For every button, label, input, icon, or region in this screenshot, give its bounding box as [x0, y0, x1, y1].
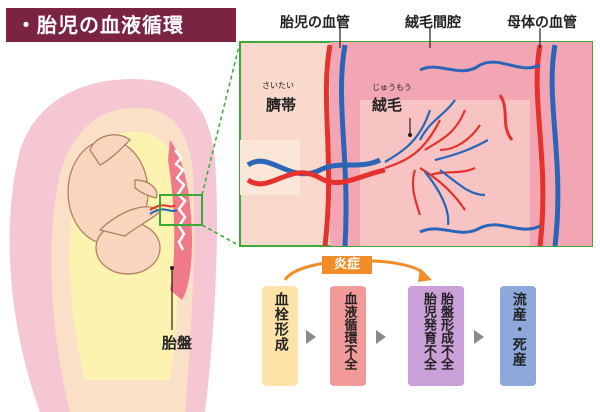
inset-marker [159, 194, 203, 226]
flow-step-3-text-a: 胎盤形成不全 [437, 292, 453, 370]
placenta-illustration [168, 140, 192, 300]
label-maternal-vessel: 母体の血管 [507, 15, 577, 31]
page-title: ・胎児の血液循環 [6, 8, 236, 42]
arrow-right-icon [376, 330, 386, 344]
label-umbilical-cord: 臍帯 [266, 96, 297, 114]
flow-step-3-text-b: 胎児発育不全 [421, 292, 436, 370]
flow-step-miscarriage: 流産・死産 [500, 286, 536, 386]
label-placenta: 胎盤 [162, 334, 193, 352]
label-fetal-vessel: 胎児の血管 [280, 15, 350, 31]
label-umbilical-cord-ruby: さいたい [262, 81, 294, 90]
flow-step-circulation-failure: 血液循環不全 [330, 286, 366, 386]
blood-vessel-illustration [239, 28, 593, 247]
flow-step-4-text: 流産・死産 [510, 292, 527, 367]
arrow-right-icon [306, 330, 316, 344]
flow-step-thrombus: 血栓形成 [262, 286, 298, 386]
inflammation-badge: 炎症 [322, 256, 372, 274]
label-villi-ruby: じゅうもう [372, 83, 412, 92]
label-villi: 絨毛 [372, 96, 403, 114]
arrow-right-icon [474, 330, 484, 344]
flow-step-placenta-failure: 胎児発育不全 胎盤形成不全 [408, 286, 464, 386]
label-intervillous-space: 絨毛間腔 [405, 15, 461, 31]
flow-step-2-text: 血液循環不全 [341, 292, 357, 370]
fetus-illustration [67, 134, 161, 275]
flow-step-1-text: 血栓形成 [272, 292, 289, 352]
